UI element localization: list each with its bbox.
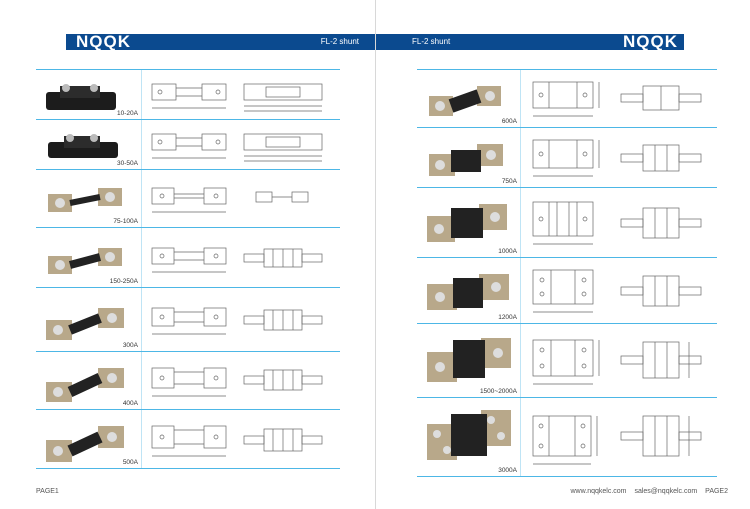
- product-row: 500A: [36, 409, 340, 469]
- product-photo: 400A: [36, 352, 142, 409]
- shunt-drawing-top-view: [529, 262, 609, 319]
- shunt-drawing-front-view: [240, 124, 330, 165]
- shunt-drawing-front-view: [617, 402, 707, 472]
- shunt-drawing-front-view: [617, 192, 707, 253]
- shunt-drawing-top-view: [529, 328, 609, 393]
- brand-logo: NQQK: [76, 32, 131, 51]
- product-photo: 1000A: [417, 188, 521, 257]
- rating-label: 300A: [122, 342, 138, 349]
- shunt-drawing-top-view: [150, 124, 230, 165]
- page-number: PAGE2: [705, 488, 728, 495]
- shunt-drawing-top-view: [150, 74, 230, 115]
- shunt-drawing-front-view: [617, 132, 707, 183]
- shunt-drawing-top-view: [150, 174, 230, 223]
- page-number: PAGE1: [36, 488, 59, 495]
- rating-label: 1000A: [498, 248, 517, 255]
- product-photo: 750A: [417, 128, 521, 187]
- product-row: 1000A: [417, 187, 717, 257]
- left-product-table: 10-20A: [36, 69, 340, 469]
- shunt-drawing-top-view: [529, 192, 609, 253]
- left-page: NQQK FL-2 shunt 10-20A: [0, 0, 375, 509]
- rating-label: 30-50A: [117, 160, 138, 167]
- page-title: FL-2 shunt: [412, 37, 451, 46]
- rating-label: 500A: [122, 459, 138, 466]
- product-photo: 300A: [36, 288, 142, 351]
- page-title: FL-2 shunt: [320, 37, 359, 46]
- product-row: 75-100A: [36, 169, 340, 227]
- product-row: 600A: [417, 69, 717, 127]
- product-photo: 600A: [417, 70, 521, 127]
- product-row: 150-250A: [36, 227, 340, 287]
- shunt-drawing-front-view: [617, 328, 707, 393]
- email-link[interactable]: sales@nqqkelc.com: [634, 488, 698, 495]
- shunt-drawing-front-view: [240, 356, 330, 405]
- shunt-drawing-front-view: [240, 74, 330, 115]
- product-photo: 1500~2000A: [417, 324, 521, 397]
- product-row: 750A: [417, 127, 717, 187]
- shunt-drawing-top-view: [529, 74, 609, 123]
- right-product-table: 600A: [417, 69, 717, 477]
- shunt-drawing-top-view: [150, 356, 230, 405]
- rating-label: 600A: [501, 118, 517, 125]
- shunt-drawing-front-view: [240, 174, 330, 223]
- product-photo: 500A: [36, 410, 142, 468]
- brand-logo: NQQK: [623, 32, 678, 51]
- product-row: 1200A: [417, 257, 717, 323]
- shunt-drawing-top-view: [150, 292, 230, 347]
- shunt-drawing-front-view: [240, 232, 330, 283]
- shunt-drawing-front-view: [240, 292, 330, 347]
- product-row: 30-50A: [36, 119, 340, 169]
- rating-label: 150-250A: [109, 278, 138, 285]
- product-photo: 1200A: [417, 258, 521, 323]
- footer-contact: www.nqqkelc.com sales@nqqkelc.com PAGE2: [564, 488, 728, 495]
- shunt-drawing-front-view: [617, 262, 707, 319]
- product-photo: 150-250A: [36, 228, 142, 287]
- product-row: 1500~2000A: [417, 323, 717, 397]
- product-photo: 30-50A: [36, 120, 142, 169]
- shunt-drawing-front-view: [240, 414, 330, 464]
- right-banner: FL-2 shunt NQQK: [376, 32, 684, 51]
- rating-label: 1200A: [498, 314, 517, 321]
- product-row: 400A: [36, 351, 340, 409]
- product-row: 300A: [36, 287, 340, 351]
- shunt-drawing-top-view: [529, 402, 609, 472]
- product-photo: 10-20A: [36, 70, 142, 119]
- product-photo: 75-100A: [36, 170, 142, 227]
- rating-label: 750A: [501, 178, 517, 185]
- shunt-drawing-top-view: [150, 232, 230, 283]
- right-page: FL-2 shunt NQQK 600A: [375, 0, 750, 509]
- product-row: 3000A: [417, 397, 717, 477]
- rating-label: 1500~2000A: [479, 388, 517, 395]
- rating-label: 400A: [122, 400, 138, 407]
- rating-label: 75-100A: [113, 218, 138, 225]
- shunt-drawing-top-view: [529, 132, 609, 183]
- rating-label: 10-20A: [117, 110, 138, 117]
- shunt-drawing-top-view: [150, 414, 230, 464]
- product-row: 10-20A: [36, 69, 340, 119]
- shunt-drawing-front-view: [617, 74, 707, 123]
- rating-label: 3000A: [498, 467, 517, 474]
- website-link[interactable]: www.nqqkelc.com: [570, 488, 627, 495]
- product-photo: 3000A: [417, 398, 521, 476]
- left-banner: NQQK FL-2 shunt: [66, 32, 375, 51]
